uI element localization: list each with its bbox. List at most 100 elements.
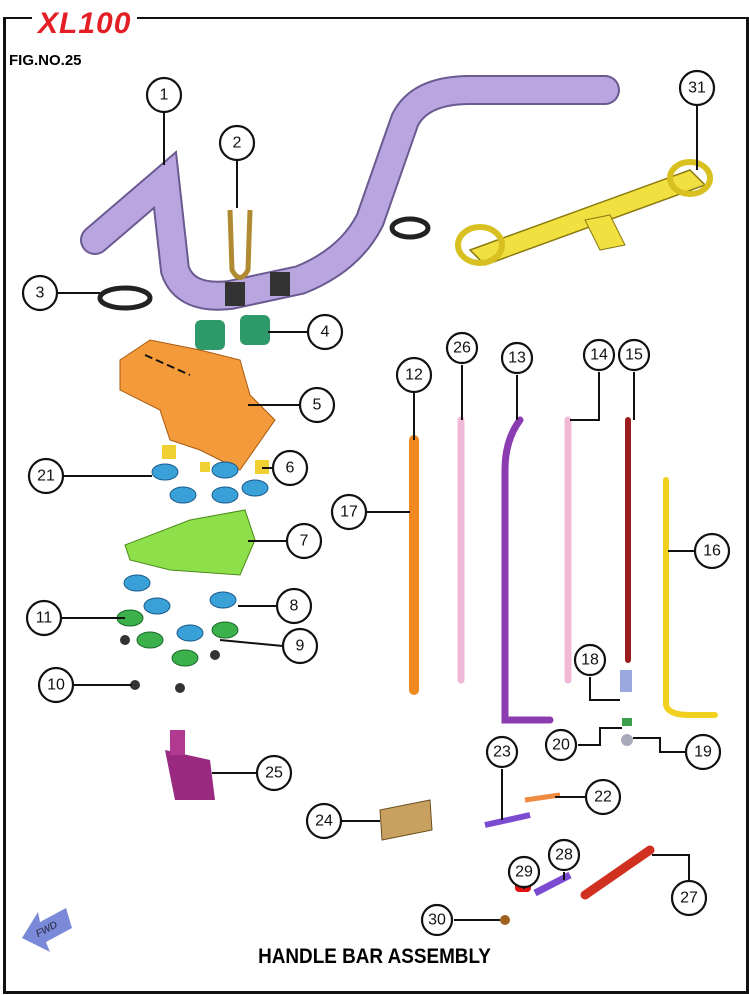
callout-number: 2 (233, 135, 242, 152)
callout-circle (285, 522, 323, 560)
callout-number: 24 (315, 813, 333, 830)
callout-number: 3 (36, 285, 45, 302)
callout-circle (271, 449, 309, 487)
callout-circle (420, 903, 454, 937)
forward-direction-arrow: FWD (22, 908, 72, 952)
callout-18: 18 (573, 643, 607, 677)
callout-circle (617, 338, 651, 372)
callout-circle (145, 76, 183, 114)
callout-number: 23 (493, 744, 511, 761)
callout-11: 11 (25, 599, 63, 637)
callout-circle (27, 457, 65, 495)
callout-7: 7 (285, 522, 323, 560)
callout-circle (281, 627, 319, 665)
callout-circle (507, 855, 541, 889)
callout-number: 27 (680, 890, 698, 907)
callout-number: 21 (37, 468, 55, 485)
callout-number: 29 (515, 864, 533, 881)
callout-number: 5 (313, 397, 322, 414)
callout-circle (218, 124, 256, 162)
nut-parts (120, 635, 220, 693)
callout-number: 13 (508, 350, 526, 367)
callout-23: 23 (485, 735, 519, 769)
callout-9: 9 (281, 627, 319, 665)
callout-number: 1 (160, 87, 169, 104)
leader-lines (57, 105, 698, 921)
diagram-frame: XL100 (3, 9, 749, 994)
callout-number: 25 (265, 765, 283, 782)
callout-circle (500, 341, 534, 375)
bush-parts (162, 445, 269, 474)
callout-31: 31 (678, 69, 716, 107)
callout-8: 8 (275, 587, 313, 625)
callout-number: 8 (290, 598, 299, 615)
clamp-rubber-part (195, 315, 270, 350)
callout-20: 20 (544, 728, 578, 762)
lower-plate-part (124, 509, 256, 576)
callout-number: 14 (590, 347, 608, 364)
callout-number: 22 (594, 789, 612, 806)
callout-number: 31 (688, 80, 706, 97)
washer-parts (116, 609, 239, 667)
callout-1: 1 (145, 76, 183, 114)
callout-circle (573, 643, 607, 677)
callout-circle (255, 754, 293, 792)
callout-14: 14 (582, 338, 616, 372)
callout-circle (25, 599, 63, 637)
callout-30: 30 (420, 903, 454, 937)
strap-part (97, 216, 431, 311)
callout-24: 24 (305, 802, 343, 840)
callout-circle (582, 338, 616, 372)
callout-number: 4 (321, 324, 330, 341)
callout-number: 6 (286, 460, 295, 477)
callout-circle (485, 735, 519, 769)
callout-19: 19 (684, 733, 722, 771)
callout-27: 27 (670, 879, 708, 917)
cable-parts (409, 416, 718, 724)
callout-16: 16 (693, 532, 731, 570)
callout-number: 18 (581, 652, 599, 669)
callout-circle (395, 356, 433, 394)
callout-number: 16 (703, 543, 721, 560)
callout-2: 2 (218, 124, 256, 162)
callout-circle (547, 838, 581, 872)
callout-circle (330, 493, 368, 531)
handlebar-part (80, 75, 620, 311)
callout-circle (21, 274, 59, 312)
callout-17: 17 (330, 493, 368, 531)
callout-circle (584, 778, 622, 816)
callout-number: 30 (428, 912, 446, 929)
mount-bracket-part (455, 159, 713, 266)
u-clamp-part (227, 209, 253, 280)
callout-13: 13 (500, 341, 534, 375)
brand-logo: XL100 (32, 9, 138, 39)
callout-28: 28 (547, 838, 581, 872)
callout-number: 15 (625, 347, 643, 364)
callout-circle (678, 69, 716, 107)
diagram-title: HANDLE BAR ASSEMBLY (258, 945, 491, 968)
callout-21: 21 (27, 457, 65, 495)
callout-number: 28 (555, 847, 573, 864)
callout-number: 11 (36, 610, 53, 627)
callout-6: 6 (271, 449, 309, 487)
callout-3: 3 (21, 274, 59, 312)
callout-number: 7 (300, 533, 309, 550)
callout-number: 19 (694, 744, 712, 761)
callout-circle (670, 879, 708, 917)
callout-4: 4 (306, 313, 344, 351)
callout-number: 20 (552, 737, 570, 754)
callout-number: 26 (453, 340, 471, 357)
callout-circle (445, 331, 479, 365)
damper-parts (123, 461, 269, 642)
callout-circle (693, 532, 731, 570)
callout-26: 26 (445, 331, 479, 365)
top-plate-part (119, 339, 276, 471)
callout-number: 17 (340, 504, 358, 521)
callout-number: 12 (405, 367, 423, 384)
callout-10: 10 (37, 666, 75, 704)
callout-12: 12 (395, 356, 433, 394)
callout-circle (275, 587, 313, 625)
callout-29: 29 (507, 855, 541, 889)
